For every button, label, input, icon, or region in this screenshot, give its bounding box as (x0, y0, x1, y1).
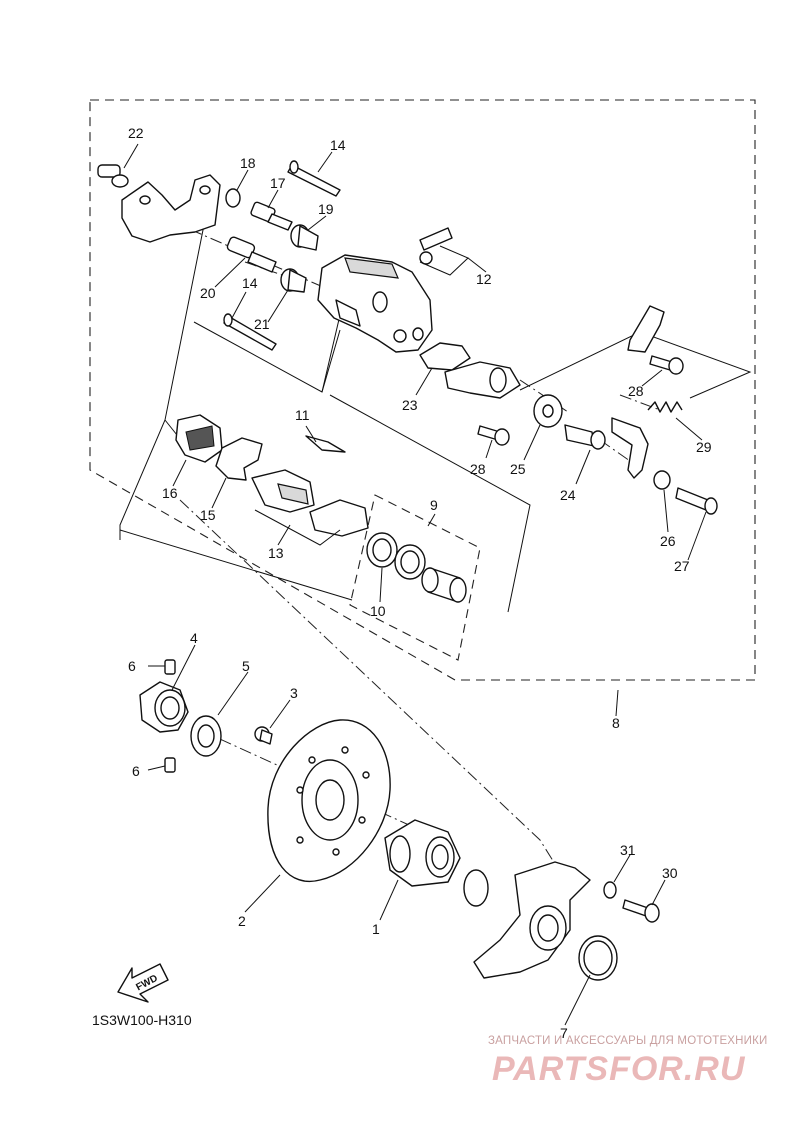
callout-31: 31 (620, 842, 636, 858)
bolt-28-upper (649, 355, 684, 375)
caliper-bracket (121, 174, 221, 243)
watermark-caption: ЗАПЧАСТИ И АКСЕССУАРЫ ДЛЯ МОТОТЕХНИКИ (488, 1035, 768, 1047)
boot-21 (280, 268, 307, 293)
roller-25 (533, 394, 563, 428)
brake-disc-2 (267, 719, 391, 883)
disc-bolt-3 (254, 726, 273, 745)
boot-19 (290, 224, 319, 251)
callout-9: 9 (430, 497, 438, 513)
callout-18: 18 (240, 155, 256, 171)
pad-spring-15 (215, 437, 263, 481)
callout-28-upper: 28 (628, 383, 644, 399)
pad-pin-11 (305, 435, 346, 453)
callout-1: 1 (372, 921, 380, 937)
callout-6-upper: 6 (128, 658, 136, 674)
pin-bolt-14-lower (223, 313, 277, 351)
callout-13: 13 (268, 545, 284, 561)
washer-18 (225, 188, 241, 208)
caliper-body (317, 254, 433, 353)
callout-22: 22 (128, 125, 144, 141)
bleed-screw-12 (419, 227, 469, 276)
callout-27: 27 (674, 558, 690, 574)
callout-12: 12 (476, 271, 492, 287)
gasket-23 (419, 342, 471, 371)
circlip-7 (578, 935, 618, 981)
callout-10: 10 (370, 603, 386, 619)
callout-11: 11 (295, 407, 310, 423)
spring-29 (647, 401, 683, 413)
callout-5: 5 (242, 658, 250, 674)
callout-30: 30 (662, 865, 678, 881)
callout-29: 29 (696, 439, 712, 455)
pin-17 (250, 201, 293, 231)
bolt-28-lower (477, 425, 510, 446)
callout-15: 15 (200, 507, 216, 523)
diagram-code: 1S3W100-H310 (92, 1012, 192, 1028)
pin-20 (226, 236, 277, 273)
washer-5 (190, 715, 222, 757)
callout-21: 21 (254, 316, 270, 332)
adjuster-24 (564, 424, 606, 450)
callout-25: 25 (510, 461, 526, 477)
set-screw-6-lower (164, 757, 176, 773)
callout-2: 2 (238, 913, 246, 929)
callout-14-top: 14 (330, 137, 346, 153)
callout-24: 24 (560, 487, 576, 503)
callout-8: 8 (612, 715, 620, 731)
callout-19: 19 (318, 201, 334, 217)
callout-leaders (123, 143, 707, 1026)
piston-seals-10 (366, 532, 426, 580)
brake-pads-13 (251, 469, 369, 546)
callout-6-lower: 6 (132, 763, 140, 779)
rear-caliper-bracket (473, 861, 591, 979)
callout-26: 26 (660, 533, 676, 549)
watermark-logo: PARTSFOR.RU (492, 1050, 746, 1088)
callout-14-lower: 14 (242, 275, 258, 291)
assembly-9-boundary (349, 494, 481, 661)
callout-23: 23 (402, 397, 418, 413)
callout-7: 7 (560, 1025, 568, 1041)
callout-28-lower: 28 (470, 461, 486, 477)
callout-3: 3 (290, 685, 298, 701)
callout-16: 16 (162, 485, 178, 501)
bolt-30 (622, 899, 660, 923)
assembly-guide-lines (119, 194, 752, 613)
bolt-27 (675, 487, 718, 515)
callout-17: 17 (270, 175, 286, 191)
nut-26 (653, 470, 671, 490)
assembly-8-boundary (89, 99, 756, 681)
pad-shim-16 (175, 414, 223, 463)
fwd-arrow-icon: FWD (117, 963, 169, 1003)
lever-arm (611, 417, 649, 479)
axle-nut-4 (139, 681, 189, 733)
callout-4: 4 (190, 630, 198, 646)
hub-1 (384, 819, 461, 887)
callout-20: 20 (200, 285, 216, 301)
pivot-arm (444, 361, 521, 399)
o-ring (463, 869, 489, 907)
set-screw-6-upper (164, 659, 176, 675)
pin-bolt-14-top (287, 160, 341, 197)
pin-22 (97, 164, 129, 188)
washer-31 (603, 881, 617, 899)
piston (421, 567, 467, 603)
cable-bracket (627, 305, 665, 353)
